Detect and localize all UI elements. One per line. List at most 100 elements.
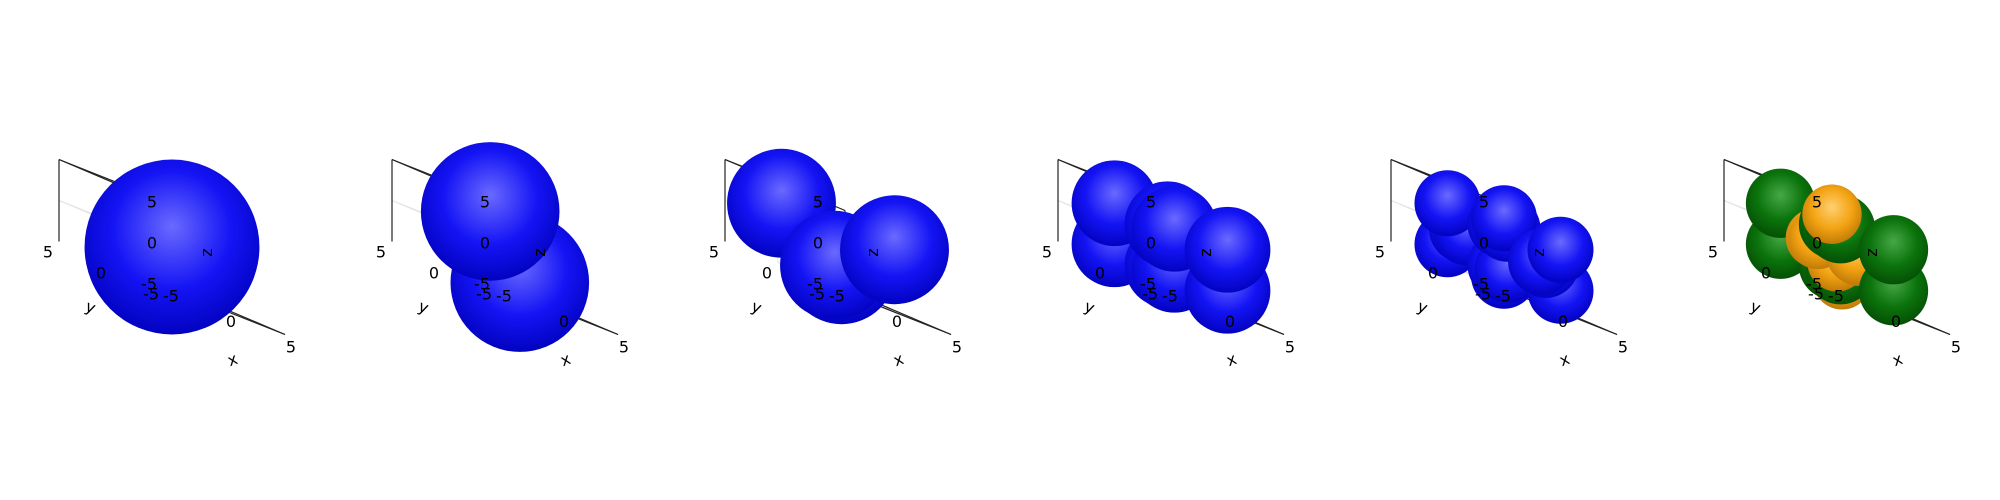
spheres <box>1414 170 1594 324</box>
z-axis-label: z <box>1196 248 1215 256</box>
y-tick-label: -5 <box>1808 285 1824 304</box>
x-tick-label: -5 <box>1162 287 1178 306</box>
spheres <box>84 159 260 335</box>
z-tick-label: -5 <box>807 275 823 294</box>
spheres <box>1071 160 1271 334</box>
x-tick-label: 5 <box>1618 338 1628 357</box>
x-tick-label: 0 <box>1558 312 1568 331</box>
y-axis-label: y <box>1748 297 1764 318</box>
sphere-blue <box>84 159 260 335</box>
x-axis-label: x <box>1557 349 1572 370</box>
x-tick-label: 0 <box>559 312 569 331</box>
y-axis-label: y <box>1415 297 1431 318</box>
y-tick-label: 5 <box>1708 243 1718 262</box>
sphere-blue <box>1184 206 1271 293</box>
y-tick-label: 5 <box>709 243 719 262</box>
x-tick-label: 0 <box>892 312 902 331</box>
y-tick-label: 0 <box>1761 264 1771 283</box>
z-axis-label: z <box>1529 248 1548 256</box>
x-axis-label: x <box>558 349 573 370</box>
y-axis-label: y <box>749 297 765 318</box>
z-tick-label: -5 <box>1473 275 1489 294</box>
x-tick-label: 0 <box>226 312 236 331</box>
z-tick-label: -5 <box>1806 275 1822 294</box>
x-axis-label: x <box>1890 349 1905 370</box>
x-tick-label: 5 <box>286 338 296 357</box>
x-tick-label: 5 <box>952 338 962 357</box>
y-tick-label: 0 <box>1095 264 1105 283</box>
x-tick-label: -5 <box>163 287 179 306</box>
y-axis-label: y <box>83 297 99 318</box>
x-tick-label: 0 <box>1891 312 1901 331</box>
sphere-blue <box>1527 216 1594 283</box>
x-tick-label: 5 <box>1285 338 1295 357</box>
y-tick-label: -5 <box>809 285 825 304</box>
sphere-orange <box>1802 184 1862 244</box>
x-tick-label: 0 <box>1225 312 1235 331</box>
y-tick-label: 0 <box>429 264 439 283</box>
sphere-blue <box>420 142 560 281</box>
x-tick-label: 5 <box>1951 338 1961 357</box>
sphere-blue <box>1414 170 1481 237</box>
z-tick-label: 5 <box>1479 193 1489 212</box>
x-axis-label: x <box>225 349 240 370</box>
z-tick-label: 5 <box>813 193 823 212</box>
z-tick-label: 0 <box>1812 234 1822 253</box>
y-tick-label: 5 <box>376 243 386 262</box>
z-tick-label: 0 <box>1479 234 1489 253</box>
y-tick-label: -5 <box>143 285 159 304</box>
y-tick-label: 5 <box>1042 243 1052 262</box>
z-tick-label: -5 <box>1140 275 1156 294</box>
x-tick-label: -5 <box>1495 287 1511 306</box>
z-axis-label: z <box>863 248 882 256</box>
x-tick-label: 5 <box>619 338 629 357</box>
sphere-green <box>1858 215 1929 285</box>
spheres <box>420 142 590 352</box>
z-tick-label: 0 <box>480 234 490 253</box>
z-axis-label: z <box>530 248 549 256</box>
z-axis-label: z <box>1862 248 1881 256</box>
z-tick-label: 5 <box>1146 193 1156 212</box>
sphere-blue <box>1471 185 1537 252</box>
x-tick-label: -5 <box>1828 287 1844 306</box>
x-axis-label: x <box>1224 349 1239 370</box>
spheres <box>1745 168 1929 326</box>
x-tick-label: -5 <box>496 287 512 306</box>
z-tick-label: 5 <box>480 193 490 212</box>
x-axis-label: x <box>891 349 906 370</box>
y-tick-label: -5 <box>1142 285 1158 304</box>
z-tick-label: -5 <box>141 275 157 294</box>
z-tick-label: 0 <box>1146 234 1156 253</box>
x-tick-label: -5 <box>829 287 845 306</box>
y-tick-label: 0 <box>1428 264 1438 283</box>
z-axis-label: z <box>197 248 216 256</box>
z-tick-label: -5 <box>474 275 490 294</box>
y-axis-label: y <box>416 297 432 318</box>
y-tick-label: 0 <box>762 264 772 283</box>
y-tick-label: 5 <box>1375 243 1385 262</box>
z-tick-label: 5 <box>1812 193 1822 212</box>
y-tick-label: -5 <box>1475 285 1491 304</box>
sphere-blue <box>840 195 949 305</box>
z-tick-label: 0 <box>813 234 823 253</box>
y-tick-label: 0 <box>96 264 106 283</box>
y-tick-label: 5 <box>43 243 53 262</box>
z-tick-label: 0 <box>147 234 157 253</box>
y-axis-label: y <box>1082 297 1098 318</box>
z-tick-label: 5 <box>147 193 157 212</box>
y-tick-label: -5 <box>476 285 492 304</box>
spheres <box>727 148 949 325</box>
